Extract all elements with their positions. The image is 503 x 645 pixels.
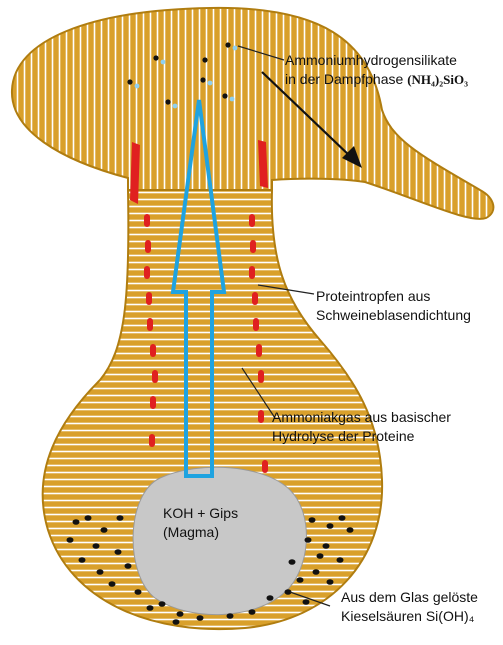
ammonia-label: Ammoniakgas aus basischer Hydrolyse der … — [272, 408, 451, 446]
protein-label: Proteintropfen aus Schweineblasendichtun… — [316, 287, 471, 325]
magma-label: KOH + Gips (Magma) — [163, 504, 238, 542]
silicic-acid-label: Aus dem Glas gelöste Kieselsäuren Si(OH)… — [341, 588, 478, 626]
magma-label-line1: KOH + Gips — [163, 504, 238, 523]
silicate-label-line1: Ammoniumhydrogensilikate — [285, 51, 468, 70]
ammonia-label-line1: Ammoniakgas aus basischer — [272, 408, 451, 427]
silicic-acid-label-line2: Kieselsäuren Si(OH)₄ — [341, 607, 478, 626]
magma-label-line2: (Magma) — [163, 523, 238, 542]
silicate-label-text: in der Dampfphase — [285, 71, 403, 87]
protein-label-line1: Proteintropfen aus — [316, 287, 471, 306]
silicate-label-line2: in der Dampfphase (NH₄)₂SiO₃ — [285, 70, 468, 89]
retort-head — [12, 8, 493, 219]
protein-label-line2: Schweineblasendichtung — [316, 306, 471, 325]
silicate-formula: (NH₄)₂SiO₃ — [407, 72, 468, 87]
ammonia-label-line2: Hydrolyse der Proteine — [272, 427, 451, 446]
silicate-label: Ammoniumhydrogensilikate in der Dampfpha… — [285, 51, 468, 89]
silicic-acid-label-line1: Aus dem Glas gelöste — [341, 588, 478, 607]
